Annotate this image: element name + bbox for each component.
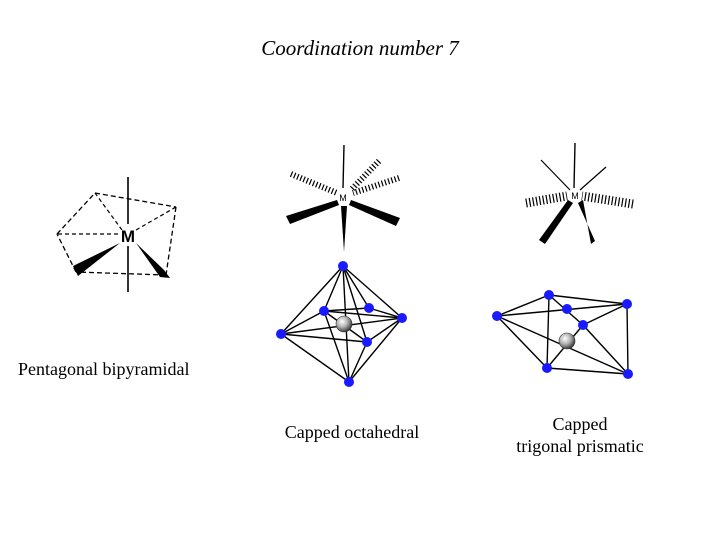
wedge-bond-right-oct xyxy=(349,200,400,226)
wedge-bond-right xyxy=(136,243,170,278)
ligand-atom xyxy=(562,304,572,314)
label-line-1: Capped xyxy=(552,414,608,434)
capped-trigonal-prism-stick-model: M xyxy=(525,142,634,244)
ligand-atom xyxy=(623,369,633,379)
pentagonal-bipyramid-stick-model: M xyxy=(56,177,177,292)
hashed-bond-upper-right xyxy=(348,158,382,193)
capped-octahedron-ball-model xyxy=(276,261,407,387)
label-pentagonal-bipyramidal: Pentagonal bipyramidal xyxy=(18,359,190,379)
wedge-bond-left-pri xyxy=(539,200,573,244)
figure-title: Coordination number 7 xyxy=(261,36,459,60)
pentagon-outline xyxy=(56,192,177,276)
ligand-atom xyxy=(622,299,632,309)
hashed-bond-upper-left xyxy=(289,171,339,196)
ligand-atom xyxy=(364,303,374,313)
metal-label-prismatic: M xyxy=(571,191,579,201)
ligand-atom xyxy=(492,311,502,321)
ligand-atom xyxy=(542,363,552,373)
ligand-atom xyxy=(397,313,407,323)
label-capped-octahedral: Capped octahedral xyxy=(284,422,420,442)
ligand-atom xyxy=(338,261,348,271)
capped-octahedron-stick-model: M xyxy=(286,144,400,252)
label-capped-trigonal-prismatic: Capped trigonal prismatic xyxy=(500,413,660,457)
metal-label-pentagonal: M xyxy=(121,227,135,246)
wedge-bond-left xyxy=(73,243,120,276)
central-metal-atom xyxy=(335,315,353,333)
central-metal-atom xyxy=(558,332,576,350)
ligand-atom xyxy=(344,377,354,387)
equatorial-dashed-bonds xyxy=(57,192,177,235)
ligand-atoms xyxy=(492,290,633,379)
ligand-atom xyxy=(362,337,372,347)
octahedron-edges xyxy=(280,265,403,383)
bond-up xyxy=(573,142,576,189)
ligand-atoms xyxy=(276,261,407,387)
hashed-bond-right xyxy=(352,175,400,196)
bond-upper-right xyxy=(579,166,607,191)
ligand-atom xyxy=(319,306,329,316)
hashed-bond-right xyxy=(581,191,634,209)
wedge-bond-right-pri xyxy=(578,200,595,244)
metal-label-octahedral: M xyxy=(339,193,347,203)
prism-edges xyxy=(496,294,629,375)
hashed-bond-left xyxy=(525,191,568,208)
bond-down-wedge xyxy=(341,206,347,252)
bond-up xyxy=(342,144,345,189)
capped-trigonal-prism-ball-model xyxy=(492,290,633,379)
ligand-atom xyxy=(276,329,286,339)
ligand-atom xyxy=(578,320,588,330)
wedge-bond-left-oct xyxy=(286,200,339,224)
ligand-atom xyxy=(544,290,554,300)
bond-upper-left xyxy=(540,159,571,191)
label-line-2: trigonal prismatic xyxy=(516,436,644,456)
